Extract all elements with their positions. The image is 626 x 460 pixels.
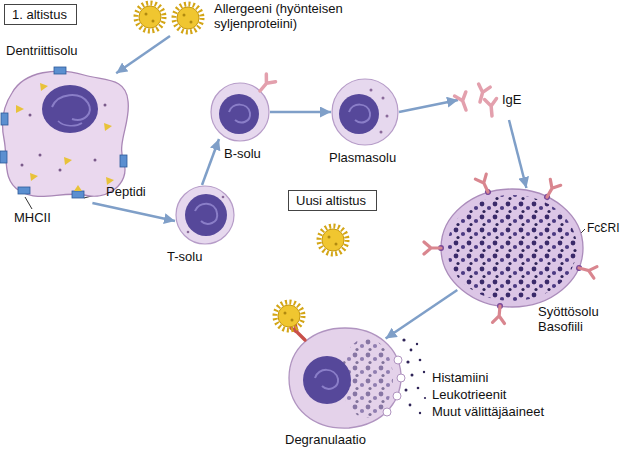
cell-label: B-solu (224, 146, 261, 161)
part-label: Histamiini (432, 370, 488, 385)
box-label: Uusi altistus (296, 193, 369, 208)
part-label: FcƐRI (587, 221, 620, 236)
cell-drawing (176, 186, 234, 244)
cell-label: Basofiili (538, 319, 618, 334)
drawing-part (409, 404, 412, 407)
part-label: Peptidi (106, 184, 146, 199)
flow-arrow (386, 290, 458, 339)
cell-outline (287, 326, 403, 430)
drawing-part (410, 349, 413, 352)
text-holder: Plasmasolu (329, 150, 396, 165)
cell-drawing (211, 74, 276, 141)
drawing-part (417, 387, 420, 390)
drawing-part (581, 229, 585, 233)
ige-antibodies: IgE (458, 80, 526, 120)
exposure-box: Uusi altistus (288, 190, 377, 211)
cell-outline (331, 78, 399, 146)
drawing-part (402, 338, 405, 341)
flow-arrow (509, 120, 526, 188)
flow-arrow (270, 111, 331, 114)
drawing-part (416, 343, 418, 345)
cell-label: Degranulaatio (285, 432, 366, 447)
drawing-part (406, 360, 409, 363)
cell-label: Dentriittisolu (6, 43, 78, 58)
part-label: Muut välittäjäaineet (432, 404, 544, 419)
drawing-part (411, 374, 414, 377)
cell-drawing (136, 3, 202, 32)
cell-outline (175, 185, 235, 245)
drawing-part (405, 389, 408, 392)
exposure-box: 1. altistus (4, 4, 77, 25)
cell-outline (440, 188, 584, 308)
t-cell: T-solu (175, 185, 235, 245)
flow-arrow (399, 100, 458, 112)
text-holder: SyöttösoluBasofiili (538, 304, 618, 334)
cell-drawing (0, 67, 128, 198)
cell-label: Plasmasolu (329, 150, 396, 165)
cell-outline (133, 0, 207, 36)
text-holder: IgE (502, 92, 522, 107)
cell-drawing (424, 174, 597, 323)
drawing-part (424, 397, 426, 399)
drawing-part (423, 371, 425, 373)
part-label: Leukotrieenit (432, 387, 506, 402)
drawing-part (419, 412, 421, 414)
text-holder: Dentriittisolu (6, 43, 78, 58)
drawing-part (25, 197, 32, 209)
cell-drawing (275, 302, 405, 428)
flow-arrow (116, 36, 170, 73)
allergen-symbol (319, 226, 347, 254)
cell-label: T-solu (167, 249, 202, 264)
text-holder: T-solu (167, 249, 202, 264)
cell-label: Allergeeni (hyönteisen syljenproteiini) (214, 1, 379, 31)
dendritic-cell: Dentriittisolu (0, 65, 132, 203)
cell-drawing (455, 84, 498, 116)
flow-arrow (202, 139, 219, 185)
degranulating-cell: Degranulaatio (287, 326, 403, 430)
text-holder: B-solu (224, 146, 261, 161)
drawing-part (419, 359, 422, 362)
cell-drawing (332, 79, 398, 145)
cell-label: IgE (502, 92, 522, 107)
cell-outline (210, 82, 270, 142)
cell-outline (0, 65, 132, 203)
text-holder: Degranulaatio (285, 432, 366, 447)
flow-arrow (92, 203, 175, 221)
text-holder: Allergeeni (hyönteisen syljenproteiini) (214, 1, 379, 31)
cell-label: Syöttösolu (538, 304, 618, 319)
plasma-cell: Plasmasolu (331, 78, 399, 146)
mast-cell: SyöttösoluBasofiili (440, 188, 584, 308)
released-mediators (402, 338, 426, 414)
box-label: 1. altistus (12, 7, 69, 22)
allergen-node: Allergeeni (hyönteisen syljenproteiini) (133, 0, 207, 36)
b-cell: B-solu (210, 82, 270, 142)
part-label: MHCII (14, 210, 51, 225)
